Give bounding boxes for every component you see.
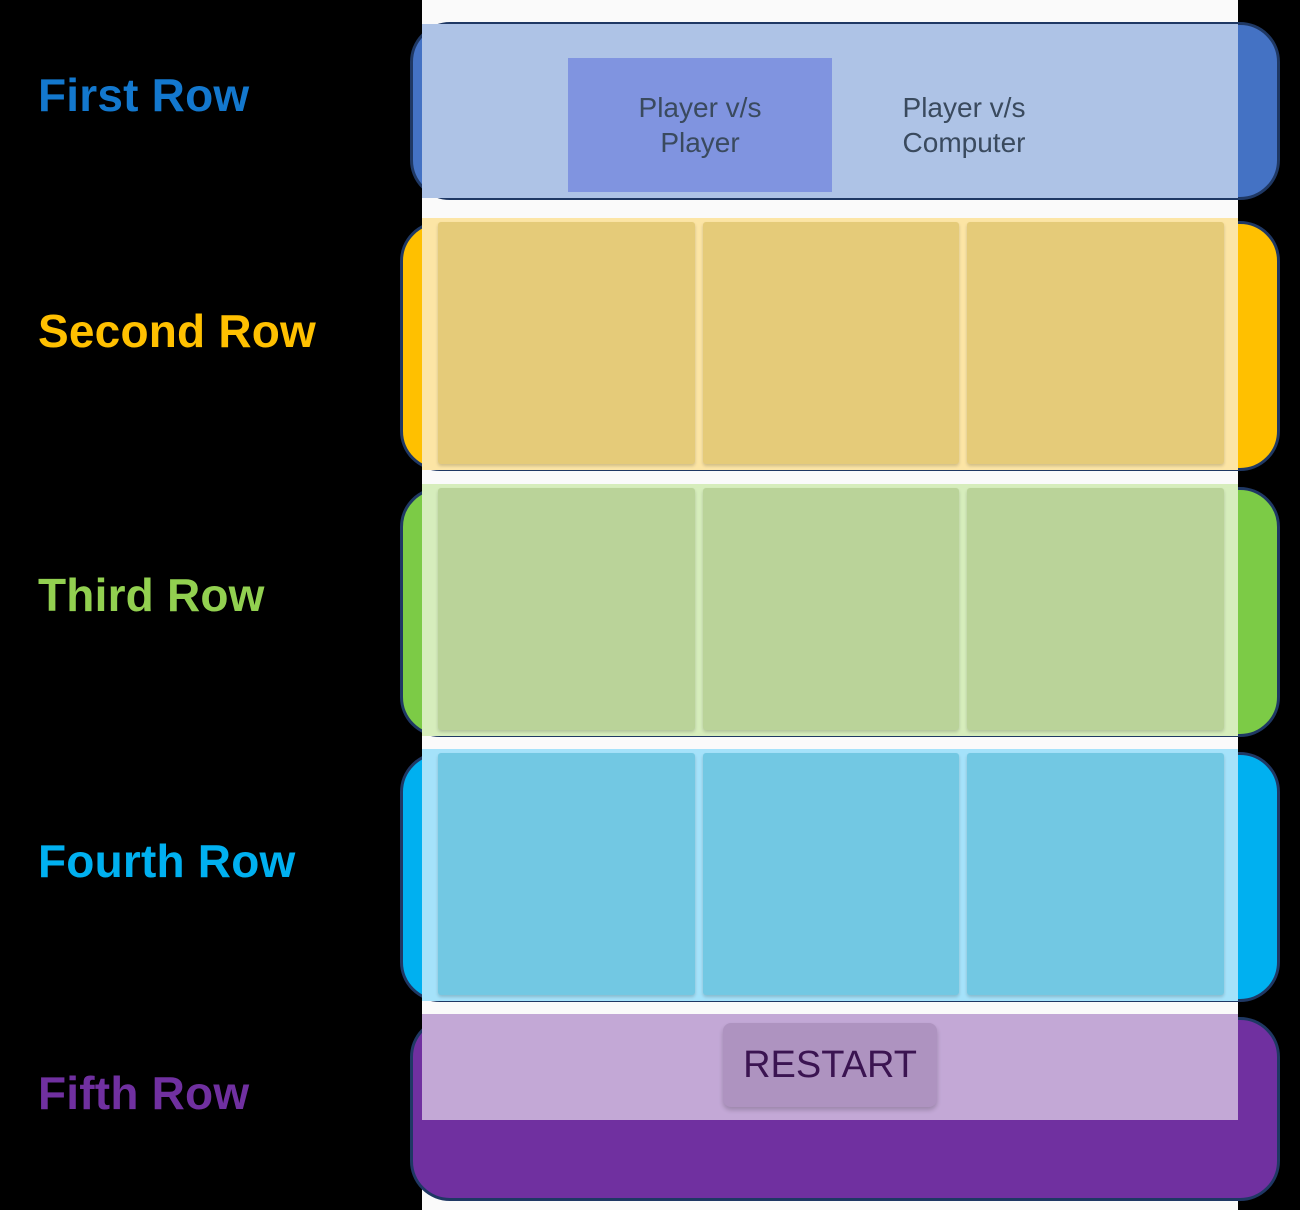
annotation-label-third-row: Third Row [38, 569, 265, 621]
annotation-label-first-row: First Row [38, 69, 250, 121]
board-cell[interactable] [967, 753, 1225, 995]
row-board-3-cell-group [438, 753, 1225, 995]
board-cell[interactable] [438, 222, 695, 464]
board-cell[interactable] [702, 222, 960, 464]
annotation-label-fourth-row: Fourth Row [38, 835, 296, 887]
row-board-2-cell-group [438, 488, 1225, 730]
board-cell[interactable] [967, 488, 1225, 730]
board-cell[interactable] [702, 753, 960, 995]
mode-player-vs-player[interactable]: Player v/s Player [568, 58, 832, 192]
board-cell[interactable] [967, 222, 1225, 464]
restart-button[interactable]: RESTART [723, 1023, 937, 1107]
game-mode-selector: Player v/s Player Player v/s Computer [568, 58, 1096, 192]
annotation-label-second-row: Second Row [38, 305, 317, 357]
mode-player-vs-computer[interactable]: Player v/s Computer [902, 92, 1026, 158]
board-cell[interactable] [438, 488, 695, 730]
row-board-1-cell-group [438, 222, 1225, 464]
board-cell[interactable] [702, 488, 960, 730]
board-cell[interactable] [438, 753, 695, 995]
annotation-label-fifth-row: Fifth Row [38, 1067, 250, 1119]
